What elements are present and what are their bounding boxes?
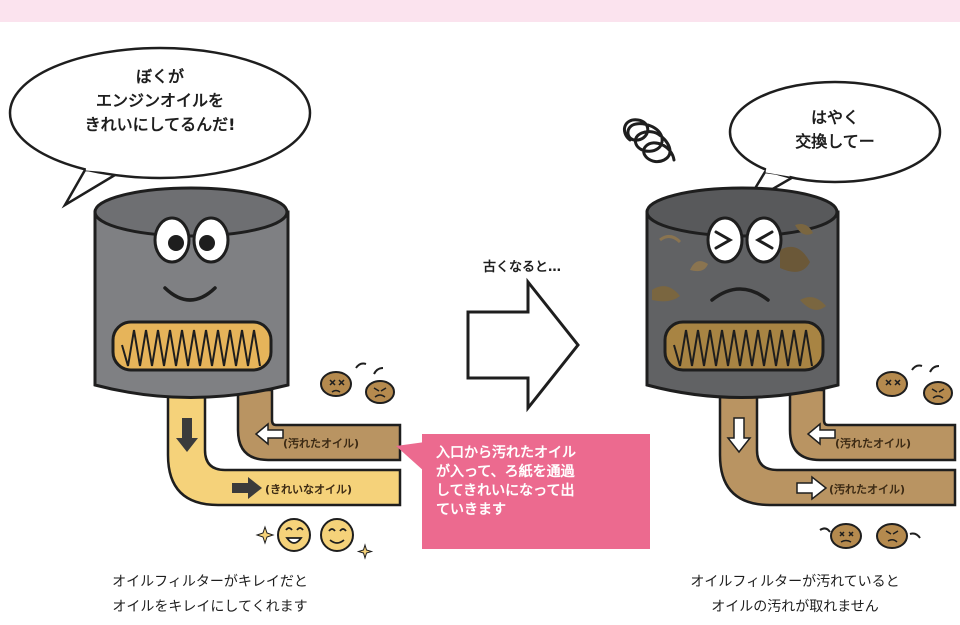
right-speech-line-1: はやく bbox=[810, 108, 859, 127]
callout-line-2: が入って、ろ紙を通過 bbox=[436, 464, 575, 480]
explanation-callout bbox=[422, 434, 650, 549]
callout-line-4: ていきます bbox=[436, 502, 506, 518]
left-oil-pipes bbox=[166, 388, 402, 507]
left-speech-line-1: ぼくが bbox=[135, 67, 184, 86]
right-dirt-faces-bottom bbox=[819, 523, 921, 549]
left-caption-line-1: オイルフィルターがキレイだと bbox=[112, 574, 308, 590]
dizzy-spiral-icon bbox=[622, 118, 676, 163]
left-outlet-label: (きれいなオイル) bbox=[265, 483, 353, 496]
right-oil-pipes bbox=[718, 388, 957, 507]
callout-line-3: してきれいになって出 bbox=[436, 483, 575, 499]
right-caption-line-2: オイルの汚れが取れません bbox=[711, 599, 879, 615]
transition-arrow-icon bbox=[466, 277, 580, 413]
right-filter-can bbox=[645, 186, 840, 399]
right-dirt-particles bbox=[876, 364, 953, 405]
left-dirt-particles bbox=[320, 362, 395, 404]
left-speech-line-2: エンジンオイルを bbox=[95, 91, 224, 110]
right-inlet-label: (汚れたオイル) bbox=[835, 437, 912, 450]
left-speech-bubble bbox=[8, 46, 312, 209]
callout-pointer bbox=[396, 442, 425, 472]
left-flow-arrows bbox=[176, 418, 284, 499]
left-happy-faces bbox=[255, 518, 374, 560]
transition-text: 古くなると… bbox=[482, 260, 561, 275]
right-outlet-label: (汚れたオイル) bbox=[829, 483, 906, 496]
right-speech-line-2: 交換してー bbox=[795, 132, 875, 151]
top-banner bbox=[0, 0, 960, 22]
callout-line-1: 入口から汚れたオイル bbox=[436, 445, 576, 461]
right-caption-line-1: オイルフィルターが汚れていると bbox=[690, 574, 900, 590]
right-flow-arrows bbox=[726, 417, 836, 501]
left-filter-can bbox=[93, 186, 290, 399]
left-caption-line-2: オイルをキレイにしてくれます bbox=[112, 599, 308, 615]
left-speech-line-3: きれいにしてるんだ! bbox=[84, 115, 236, 134]
left-inlet-label: (汚れたオイル) bbox=[283, 437, 360, 450]
